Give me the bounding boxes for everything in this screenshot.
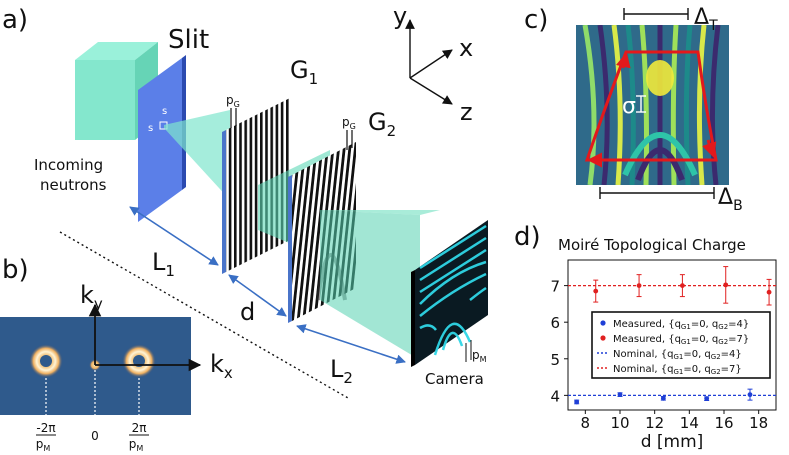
y-tick-label: 4 — [550, 387, 560, 405]
panel-d: d) Moiré Topological Charge 8 10 12 14 16 18 4… — [514, 222, 777, 452]
g2-period-label: pG — [342, 115, 356, 131]
moire-topology-loop — [584, 50, 718, 162]
tick-right-denominator: pM — [129, 437, 144, 453]
panel-a: a) Slit s s Incoming neutrons G1 pG G2 p… — [2, 2, 488, 399]
slit-plate — [138, 58, 182, 222]
ky-label: ky — [80, 281, 103, 313]
y-tick-label: 7 — [550, 278, 560, 296]
axes-triad — [405, 19, 453, 105]
kx-label: kx — [210, 350, 233, 382]
legend: Measured, {qG1=0, qG2=4} Measured, {qG1=… — [591, 311, 771, 379]
beam-cone-3-top — [320, 210, 440, 215]
beam-cone-3 — [320, 210, 420, 360]
data-point — [574, 399, 580, 405]
panel-b-letter: b) — [2, 255, 29, 285]
tick-right-numerator: 2π — [132, 421, 147, 435]
data-point — [704, 396, 710, 402]
d-label: d — [240, 298, 255, 326]
data-point — [593, 288, 599, 294]
panel-c: c) ΔT ΔB σ — [524, 5, 743, 214]
data-point — [617, 392, 623, 398]
x-axis-label: d [mm] — [641, 432, 704, 452]
g2-label: G2 — [368, 108, 396, 140]
pm-label: pM — [472, 348, 487, 364]
x-tick-label: 14 — [680, 414, 699, 432]
y-tick-label: 6 — [550, 314, 560, 332]
g1-label: G1 — [290, 56, 318, 88]
delta-t-label: ΔT — [694, 5, 718, 34]
axis-y-label: y — [393, 2, 407, 30]
d-arrow — [228, 274, 287, 317]
panel-d-letter: d) — [514, 222, 541, 252]
panel-c-letter: c) — [524, 5, 548, 35]
data-point — [680, 283, 685, 289]
delta-b-label: ΔB — [718, 185, 743, 214]
y-tick-label: 5 — [550, 351, 560, 369]
beam-cone-1 — [164, 110, 230, 200]
l2-label: L2 — [330, 355, 353, 387]
slit-label: Slit — [168, 25, 209, 55]
x-tick-label: 12 — [645, 414, 664, 432]
grating-g1-edge — [222, 130, 226, 274]
sigma-label: σ — [622, 94, 636, 119]
data-point — [747, 392, 753, 398]
x-tick-label: 18 — [749, 414, 768, 432]
x-tick-label: 10 — [610, 414, 629, 432]
incoming-label-line1: Incoming — [34, 156, 103, 174]
axis-z-label: z — [460, 98, 473, 126]
legend-marker-measured-2 — [600, 335, 606, 341]
data-point — [660, 395, 666, 401]
loop-arrow-1 — [615, 52, 631, 69]
chart-marks: 8 10 12 14 16 18 4 5 6 7 — [550, 266, 776, 432]
g1-period-label: pG — [226, 93, 240, 109]
panel-a-letter: a) — [2, 5, 28, 35]
panel-b: b) ky kx -2π pM 0 2π pM — [0, 255, 233, 453]
loop-arrow-2 — [702, 139, 717, 158]
slit-size-label-top: s — [162, 106, 167, 117]
kspace-ring-right-core — [133, 355, 145, 367]
incoming-label-line2: neutrons — [40, 176, 107, 194]
incoming-beam-front — [75, 60, 135, 140]
legend-marker-measured-1 — [600, 320, 606, 326]
data-point — [766, 289, 772, 295]
slit-size-label-left: s — [148, 123, 153, 134]
l2-arrow — [296, 324, 406, 364]
l1-label: L1 — [152, 248, 175, 280]
l1-arrow — [129, 206, 219, 266]
camera-label: Camera — [425, 370, 484, 388]
incoming-beam-top — [75, 42, 158, 60]
kspace-ring-left-core — [40, 355, 52, 367]
chart-title: Moiré Topological Charge — [558, 236, 746, 254]
legend-entry-nominal-1: Nominal, {qG1=0, qG2=4} — [613, 349, 742, 361]
tick-left-denominator: pM — [36, 437, 51, 453]
tick-zero: 0 — [91, 429, 99, 443]
data-point — [636, 283, 642, 289]
x-tick-label: 16 — [714, 414, 733, 432]
legend-entry-nominal-2: Nominal, {qG1=0, qG2=7} — [613, 364, 742, 376]
camera-edge — [411, 270, 415, 367]
camera-moire-pattern — [419, 224, 487, 356]
tick-left-numerator: -2π — [36, 421, 55, 435]
data-point — [723, 282, 729, 288]
axis-x-label: x — [459, 34, 473, 62]
legend-entry-measured-2: Measured, {qG1=0, qG2=7} — [613, 334, 749, 346]
legend-box — [591, 311, 771, 379]
panel-separator — [59, 231, 349, 399]
legend-entry-measured-1: Measured, {qG1=0, qG2=4} — [613, 319, 749, 331]
x-tick-label: 8 — [581, 414, 591, 432]
grating-g2-edge — [288, 175, 292, 323]
